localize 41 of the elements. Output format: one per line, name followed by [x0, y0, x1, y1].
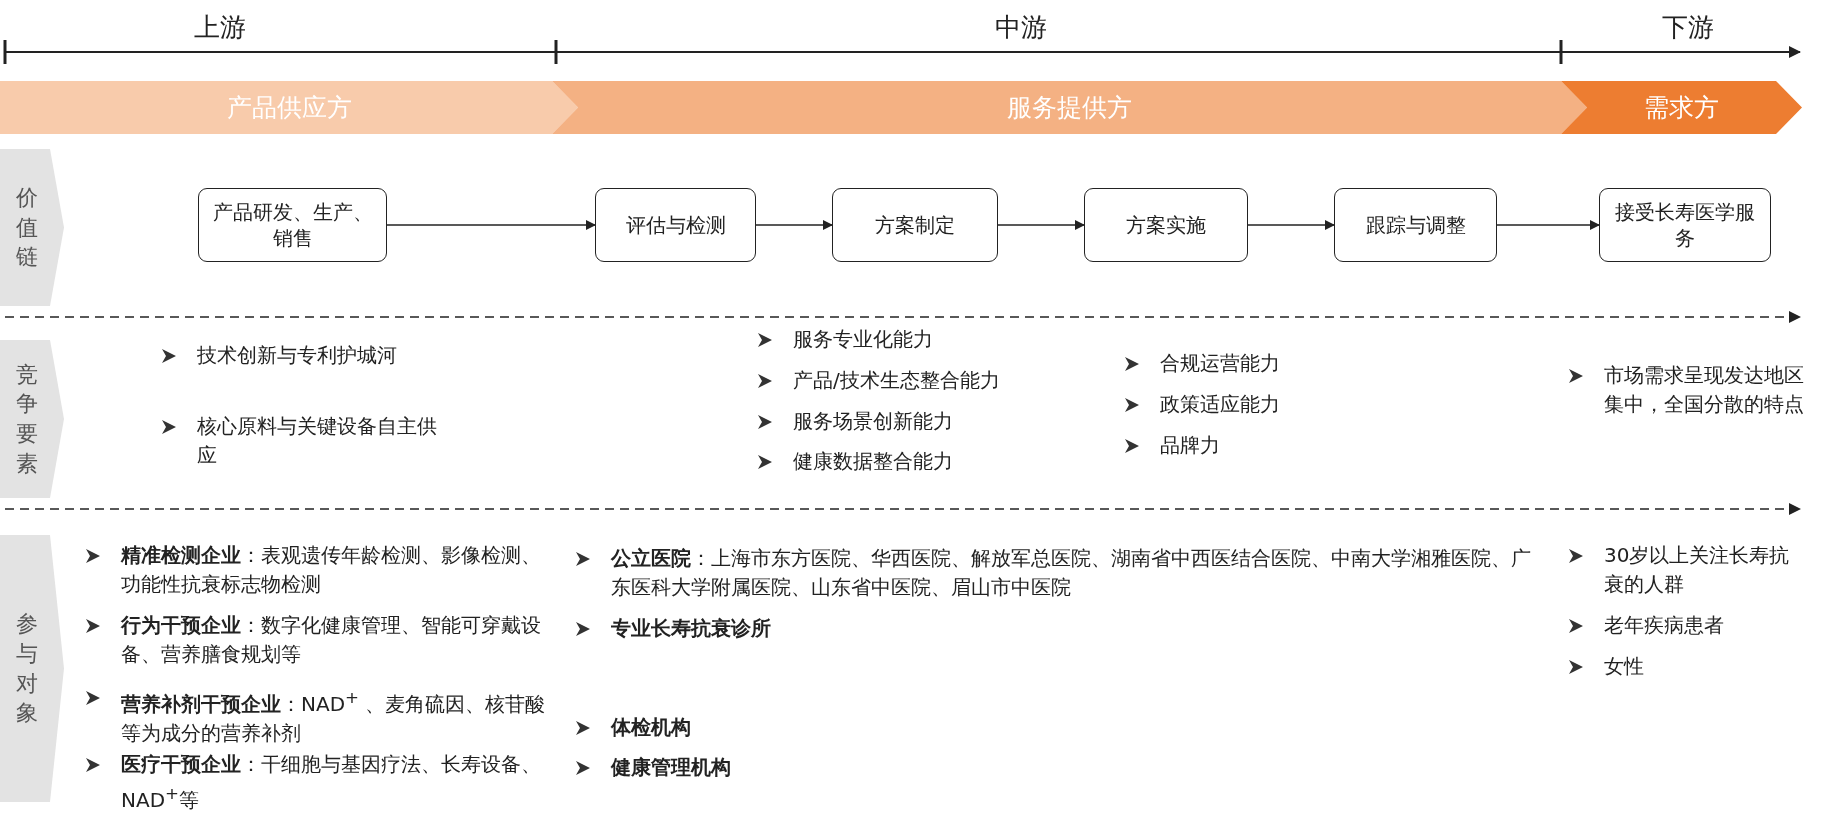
- bullet-text: 服务场景创新能力: [793, 408, 954, 435]
- chevron-band: 产品供应方: [0, 81, 578, 134]
- bullet-text: 专业长寿抗衰诊所: [611, 615, 772, 642]
- bullet-text: 核心原料与关键设备自主供应: [197, 413, 437, 469]
- bullet-text: 健康管理机构: [611, 754, 732, 781]
- bullet-text: 政策适应能力: [1160, 391, 1281, 418]
- bullet-text: 公立医院：上海市东方医院、华西医院、解放军总医院、湖南省中西医结合医院、中南大学湘雅医院、广东医科大学附属医院、山东省中医院、眉山市中医院: [611, 545, 1532, 601]
- arrow: [997, 220, 1085, 230]
- bullet-text: 市场需求呈现发达地区集中，全国分散的特点: [1604, 362, 1804, 418]
- bullet-text: 营养补剂干预企业：NAD$^{+}$ 、麦角硫因、核苷酸等为成分的营养补剂: [121, 687, 547, 747]
- bullet-text: 产品/技术生态整合能力: [793, 367, 1001, 394]
- bullet-text: 女性: [1604, 653, 1645, 680]
- bullet-text: 医疗干预企业：干细胞与基因疗法、长寿设备、NAD$^{+}$等: [121, 751, 542, 814]
- chevron-band: 服务提供方: [552, 81, 1587, 134]
- bullet-text: 行为干预企业：数字化健康管理、智能可穿戴设备、营养膳食规划等: [121, 612, 542, 668]
- arrow: [386, 220, 596, 230]
- bullet-text: 品牌力: [1160, 432, 1221, 459]
- arrow: [1247, 220, 1335, 230]
- row-header-tab: 竞争要素: [0, 340, 64, 498]
- arrow: [1496, 220, 1600, 230]
- row-header-tab: 参与对象: [0, 535, 64, 802]
- process-box: 接受长寿医学服务: [1599, 188, 1771, 262]
- bullet-text: 技术创新与专利护城河: [197, 342, 398, 369]
- process-box: 评估与检测: [595, 188, 756, 262]
- chevron-band: 需求方: [1561, 81, 1802, 134]
- process-box: 方案实施: [1084, 188, 1248, 262]
- process-box: 跟踪与调整: [1334, 188, 1497, 262]
- bullet-text: 30岁以上关注长寿抗衰的人群: [1604, 542, 1791, 598]
- bullet-text: 老年疾病患者: [1604, 612, 1725, 639]
- stage-label: 中游: [994, 11, 1048, 44]
- bullet-text: 精准检测企业：表观遗传年龄检测、影像检测、功能性抗衰标志物检测: [121, 542, 542, 598]
- bullet-text: 服务专业化能力: [793, 326, 934, 353]
- process-box: 方案制定: [832, 188, 998, 262]
- bullet-text: 合规运营能力: [1160, 350, 1281, 377]
- stage-label: 上游: [193, 11, 247, 44]
- process-box: 产品研发、生产、销售: [198, 188, 387, 262]
- stage-label: 下游: [1661, 11, 1715, 44]
- row-header-tab: 价值链: [0, 149, 64, 306]
- bullet-text: 健康数据整合能力: [793, 448, 954, 475]
- bullet-text: 体检机构: [611, 714, 692, 741]
- arrow: [755, 220, 833, 230]
